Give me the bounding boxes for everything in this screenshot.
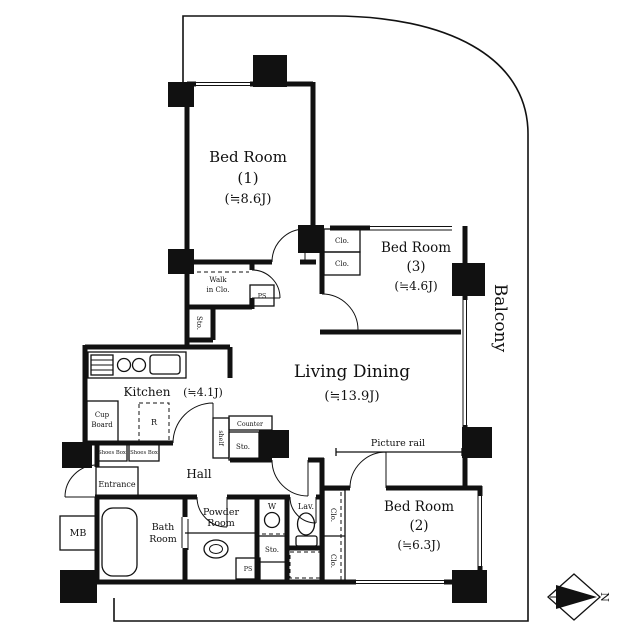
- compass-n-label: N: [598, 592, 611, 602]
- storage-label: Sto.: [195, 316, 203, 330]
- meter-box: [59, 515, 98, 551]
- entrance-step: [95, 466, 139, 499]
- door-arc: [271, 459, 309, 497]
- sink-icon: [149, 354, 181, 375]
- column: [259, 430, 289, 458]
- kitchen-size-label: (≒4.1J): [183, 386, 223, 399]
- door-arc: [196, 496, 228, 528]
- burner-icon: [116, 357, 132, 373]
- column: [168, 82, 194, 107]
- living-dining-label: Living Dining: [294, 362, 410, 382]
- washer-drum-icon: [263, 511, 281, 529]
- powder-room-label-2: Room: [207, 518, 235, 529]
- columns: [60, 55, 492, 603]
- shoes-box-label: Shoes Box: [98, 450, 126, 456]
- column: [452, 570, 487, 603]
- compass-icon: N: [547, 573, 611, 621]
- storage-label: Sto.: [265, 546, 279, 554]
- pipe-space-label: PS: [244, 566, 253, 573]
- picture-rail-label: Picture rail: [371, 438, 425, 449]
- refrigerator-label: R: [151, 418, 158, 427]
- cup-board-label-1: Cup: [95, 411, 110, 419]
- window: [356, 578, 444, 586]
- meter-box-label: MB: [70, 528, 87, 539]
- hall-label: Hall: [186, 467, 211, 481]
- closet-label: Clo.: [335, 260, 349, 268]
- bedroom2-size-label: (≒6.3J): [397, 538, 440, 552]
- column: [60, 570, 97, 603]
- window: [476, 496, 484, 566]
- bedroom3-name-label: Bed Room: [381, 240, 451, 256]
- kitchen-label: Kitchen: [124, 385, 171, 399]
- bath-room-label-2: Room: [149, 534, 177, 545]
- closet-label: Clo.: [335, 237, 349, 245]
- door-arc: [349, 451, 387, 489]
- pipe-space-label: PS: [258, 293, 267, 300]
- cup-board-box: [86, 400, 119, 443]
- window: [461, 300, 469, 425]
- cup-board-label-2: Board: [91, 421, 113, 429]
- shoes-box-label: Shoes Box: [130, 450, 158, 456]
- fixtures: [59, 228, 463, 583]
- bedroom3-size-label: (≒4.6J): [394, 279, 437, 293]
- column: [462, 427, 492, 458]
- bedroom1-number-label: (1): [237, 169, 258, 187]
- washbasin-icon: [203, 539, 229, 559]
- entrance-label: Entrance: [98, 480, 135, 489]
- lavatory-label: Lav.: [298, 502, 314, 511]
- refrigerator-space: [138, 402, 170, 443]
- shelf-label: shelf: [217, 430, 224, 446]
- balcony-label: Balcony: [490, 284, 510, 353]
- bathtub-icon: [101, 507, 138, 577]
- column: [452, 263, 485, 296]
- toilet-icon: [296, 512, 316, 536]
- door-arc: [172, 402, 214, 444]
- washing-machine-label: W: [268, 502, 277, 511]
- burner-icon: [131, 357, 147, 373]
- bedroom2-number-label: (2): [409, 518, 428, 534]
- balcony-outline: [113, 15, 529, 622]
- window: [370, 226, 452, 231]
- picture-rail-line: [335, 448, 463, 456]
- counter-box: [228, 415, 273, 431]
- counter-label: Counter: [237, 421, 264, 428]
- window: [196, 80, 250, 88]
- shoes-box: [96, 442, 128, 462]
- bedroom3-number-label: (3): [406, 259, 425, 275]
- column: [168, 249, 194, 274]
- sliding-door: [181, 517, 189, 550]
- walk-in-closet-label-2: in Clo.: [207, 286, 230, 294]
- column: [62, 442, 92, 468]
- column: [253, 55, 287, 87]
- pipe-space-box: [235, 557, 261, 580]
- kitchen-counter: [87, 351, 187, 379]
- labels: Bed Room (1) (≒8.6J) Bed Room (3) (≒4.6J…: [70, 148, 510, 573]
- powder-room-label-1: Powder: [203, 507, 240, 518]
- column: [298, 225, 324, 253]
- door-arc: [289, 496, 317, 524]
- walk-in-closet-label-1: Walk: [209, 276, 227, 284]
- bedroom2-name-label: Bed Room: [384, 499, 454, 515]
- door-arc: [321, 293, 359, 331]
- washer-box: [257, 497, 287, 535]
- bedroom1-name-label: Bed Room: [209, 148, 287, 166]
- closet-label: Clo.: [329, 508, 337, 522]
- pipe-space-box: [249, 284, 275, 307]
- windows: [196, 80, 484, 586]
- storage-box: [228, 431, 260, 461]
- closet-label: Clo.: [329, 554, 337, 568]
- door-arc: [271, 228, 306, 263]
- toilet-tank-icon: [295, 535, 318, 547]
- bath-room-label-1: Bath: [152, 522, 175, 533]
- living-dining-size-label: (≒13.9J): [324, 389, 379, 404]
- closet-box: [323, 251, 361, 276]
- storage-shelves: [289, 551, 321, 579]
- bedroom1-size-label: (≒8.6J): [225, 192, 272, 207]
- shoes-box: [128, 442, 160, 462]
- storage-label: Sto.: [236, 443, 250, 451]
- door-arc: [64, 464, 98, 498]
- door-arc: [251, 269, 281, 299]
